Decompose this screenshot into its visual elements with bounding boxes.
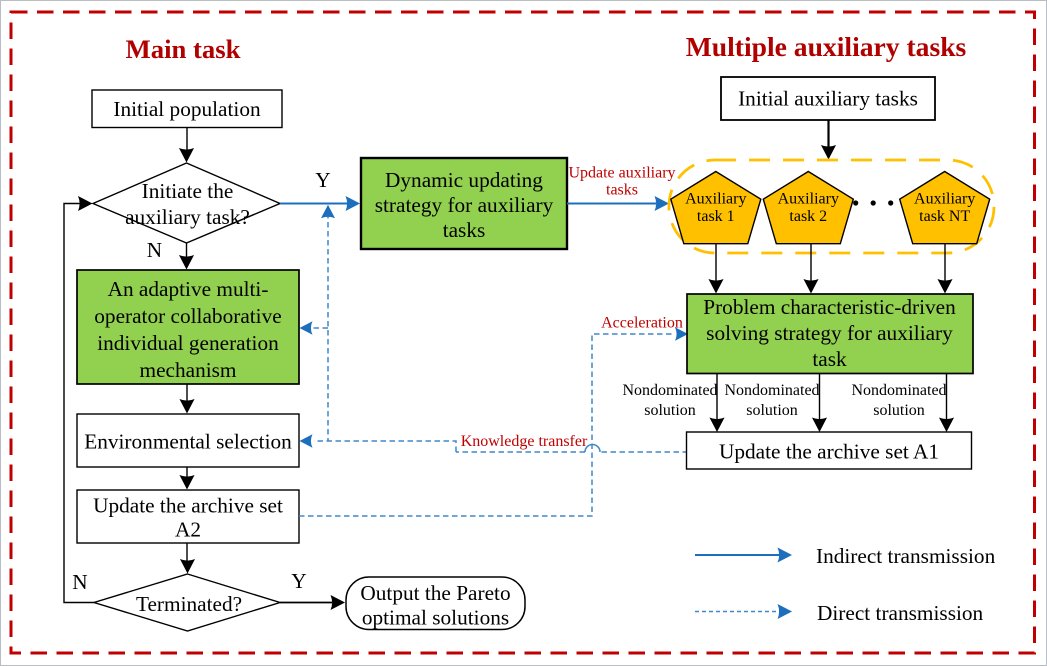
svg-text:operator collaborative: operator collaborative	[94, 304, 281, 328]
svg-text:tasks: tasks	[606, 182, 638, 199]
svg-text:Initial auxiliary tasks: Initial auxiliary tasks	[738, 87, 918, 111]
svg-text:task 2: task 2	[789, 208, 827, 225]
svg-text:Terminated?: Terminated?	[136, 592, 242, 616]
svg-text:Dynamic updating: Dynamic updating	[385, 168, 543, 192]
svg-text:task NT: task NT	[919, 208, 970, 225]
svg-text:tasks: tasks	[443, 218, 486, 242]
svg-text:Update the archive set: Update the archive set	[93, 494, 283, 518]
svg-text:Direct transmission: Direct transmission	[817, 601, 984, 625]
svg-text:Indirect transmission: Indirect transmission	[816, 544, 996, 568]
svg-text:Auxiliary: Auxiliary	[685, 191, 746, 208]
svg-text:Y: Y	[315, 168, 330, 192]
svg-text:Nondominated: Nondominated	[622, 382, 717, 399]
svg-text:Problem characteristic-driven: Problem characteristic-driven	[703, 295, 956, 319]
svg-text:task: task	[812, 347, 847, 371]
svg-text:Knowledge transfer: Knowledge transfer	[461, 433, 588, 450]
svg-text:Y: Y	[291, 569, 306, 593]
svg-text:task 1: task 1	[697, 208, 735, 225]
svg-text:Main task: Main task	[126, 34, 241, 64]
svg-text:auxiliary task?: auxiliary task?	[125, 205, 250, 229]
svg-text:N: N	[72, 570, 87, 594]
svg-text:Initiate the: Initiate the	[142, 179, 234, 203]
svg-text:A2: A2	[175, 518, 201, 542]
svg-text:solving strategy for auxiliary: solving strategy for auxiliary	[706, 321, 953, 345]
svg-text:Initial population: Initial population	[113, 97, 261, 121]
svg-text:solution: solution	[873, 402, 925, 419]
svg-text:Nondominated: Nondominated	[851, 382, 946, 399]
svg-text:Update auxiliary: Update auxiliary	[568, 165, 675, 182]
svg-text:An adaptive multi-: An adaptive multi-	[108, 277, 269, 301]
svg-text:individual generation: individual generation	[97, 331, 279, 355]
svg-text:Auxiliary: Auxiliary	[778, 191, 839, 208]
svg-text:Output the Pareto: Output the Pareto	[360, 581, 510, 605]
svg-text:Auxiliary: Auxiliary	[914, 191, 975, 208]
svg-text:Environmental selection: Environmental selection	[84, 430, 292, 454]
svg-text:Acceleration: Acceleration	[601, 315, 683, 332]
svg-text:Multiple auxiliary tasks: Multiple auxiliary tasks	[686, 31, 967, 62]
svg-text:solution: solution	[644, 402, 696, 419]
svg-text:solution: solution	[746, 402, 798, 419]
svg-text:strategy for auxiliary: strategy for auxiliary	[375, 193, 554, 217]
svg-text:Nondominated: Nondominated	[724, 382, 819, 399]
svg-text:Update the archive set A1: Update the archive set A1	[719, 440, 939, 464]
svg-text:mechanism: mechanism	[140, 358, 237, 382]
svg-text:N: N	[147, 238, 162, 262]
svg-text:optimal solutions: optimal solutions	[362, 606, 509, 630]
